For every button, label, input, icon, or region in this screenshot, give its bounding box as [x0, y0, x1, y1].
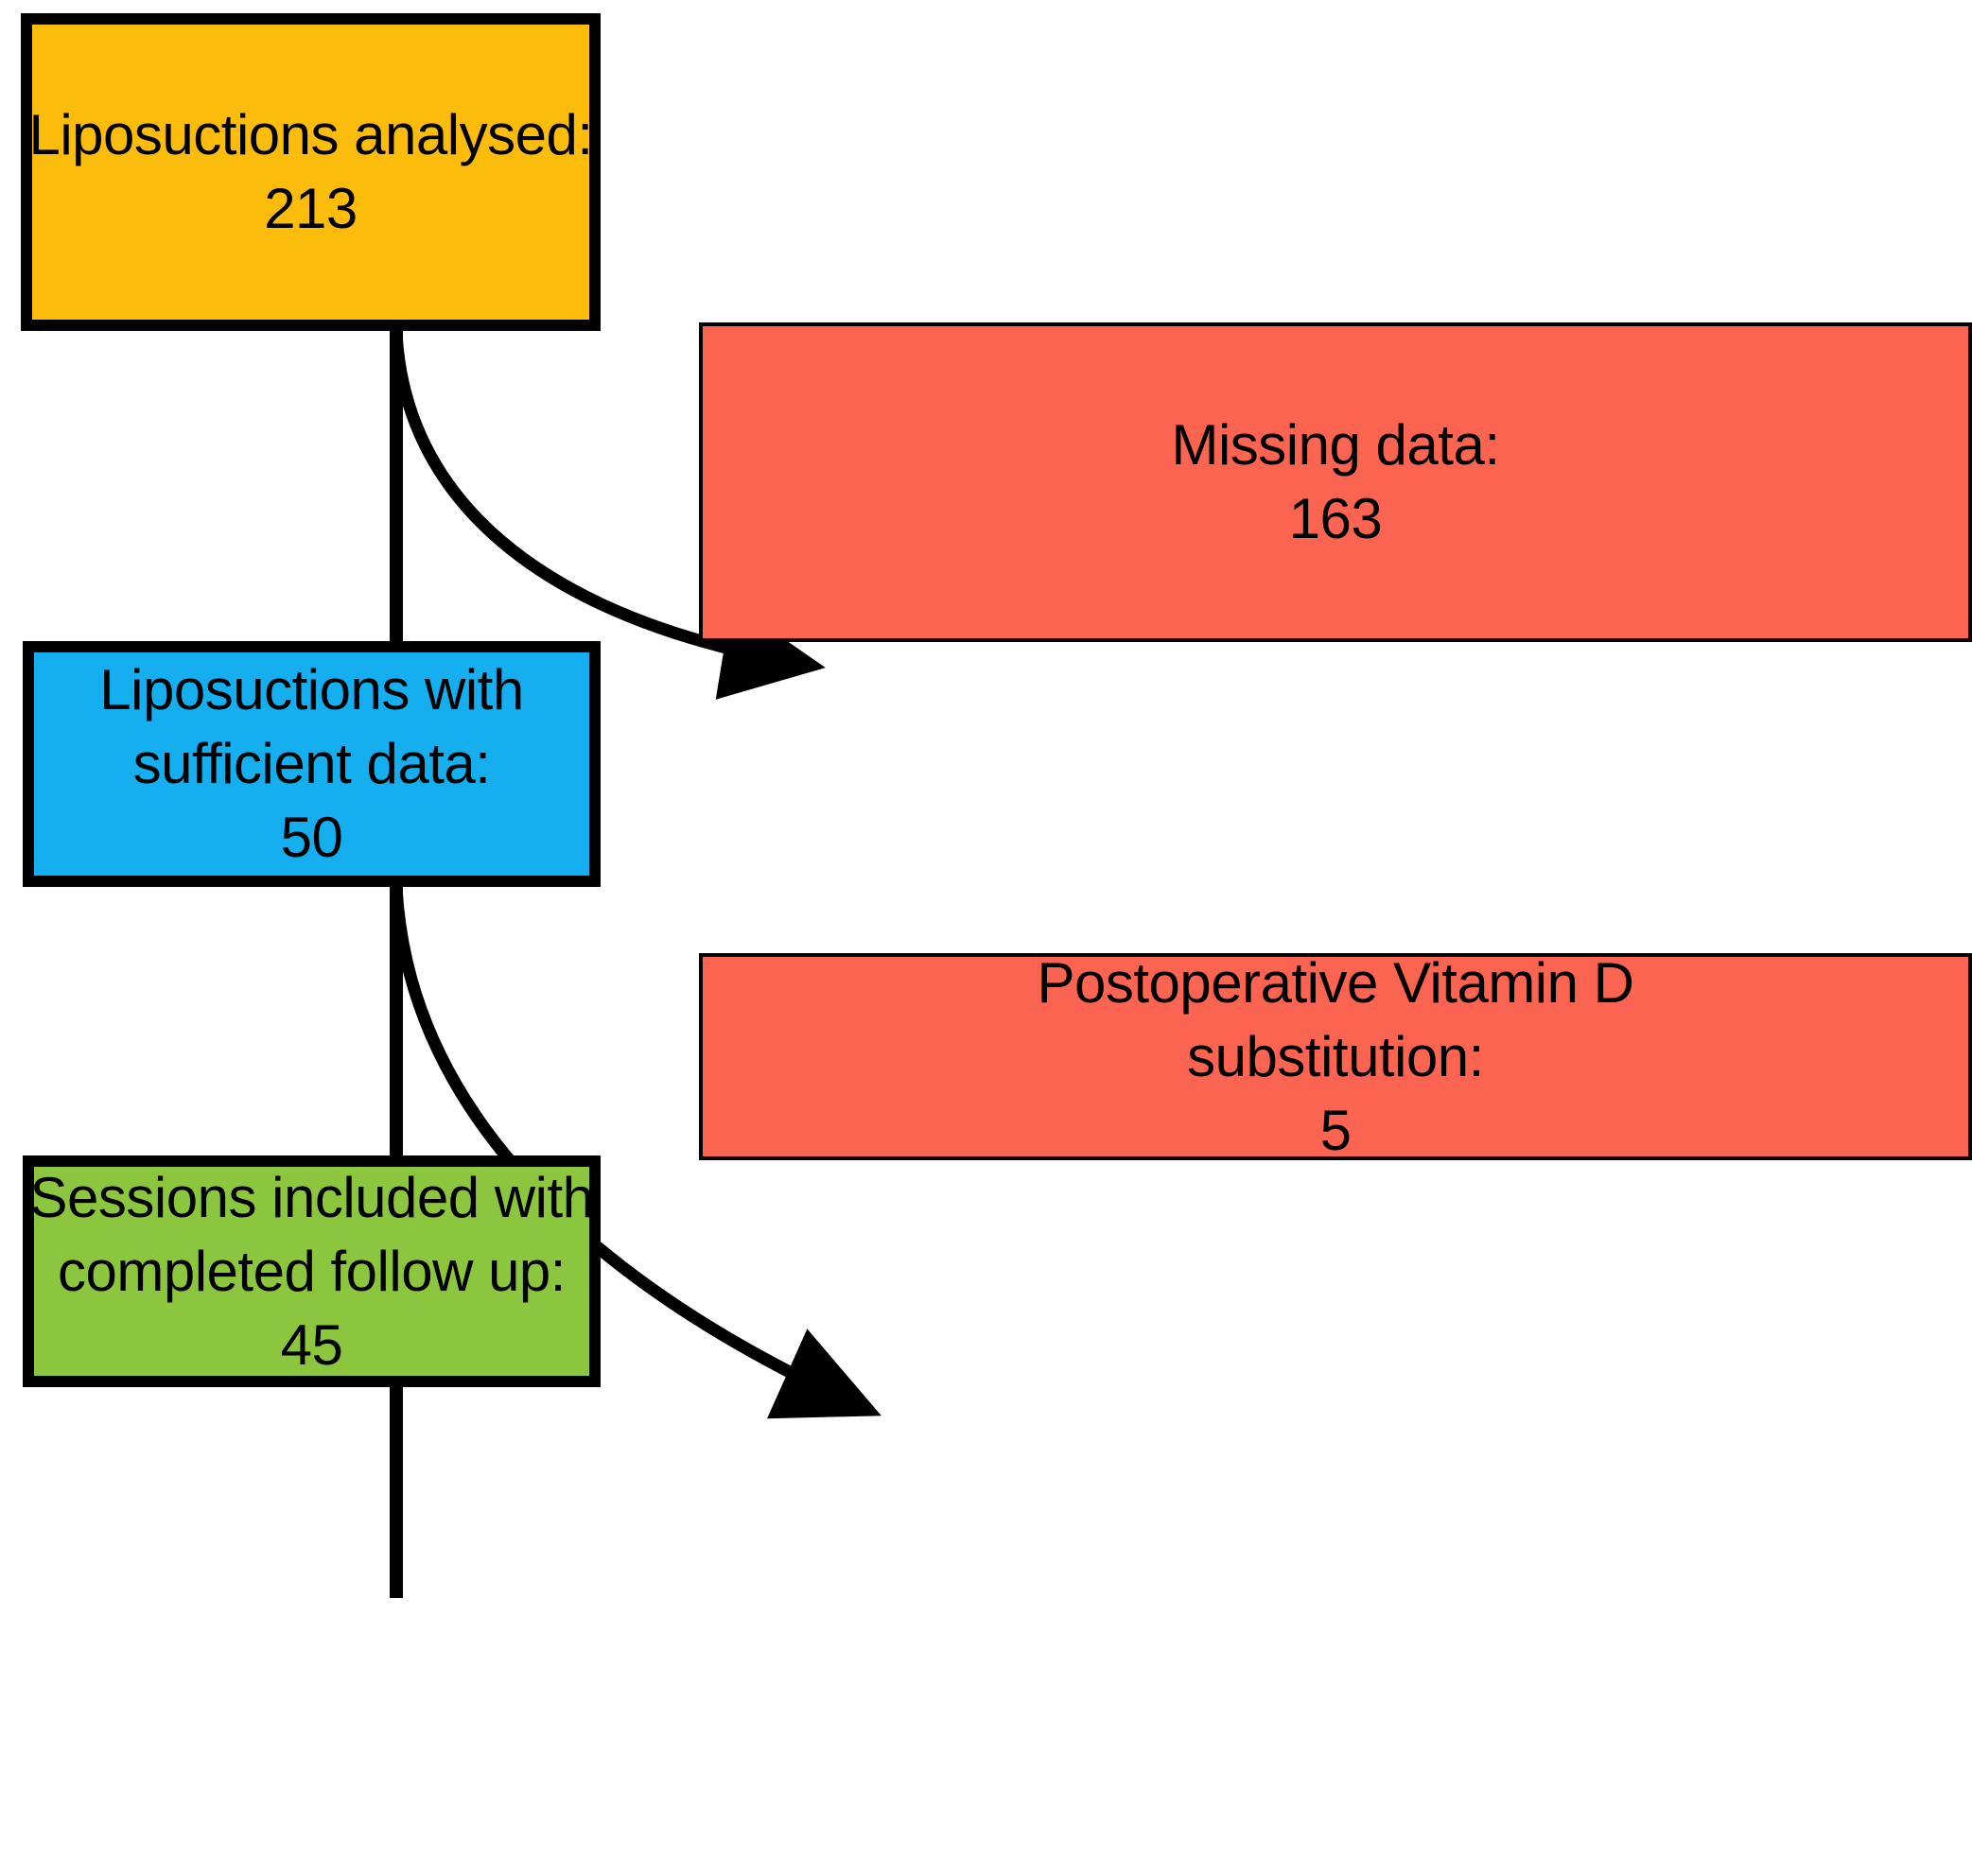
node-label-line2: substitution: — [1187, 1024, 1484, 1088]
node-sessions-included[interactable]: Sessions included with completed follow … — [23, 1155, 601, 1387]
node-label-line1: Postoperative Vitamin D — [1037, 950, 1634, 1015]
node-label: Missing data: — [1171, 413, 1501, 477]
node-value: 213 — [264, 177, 358, 240]
node-value: 50 — [280, 806, 343, 869]
node-liposuctions-analysed[interactable]: Liposuctions analysed: 213 — [21, 13, 601, 331]
node-value: 163 — [1288, 487, 1383, 550]
node-liposuctions-sufficient-data[interactable]: Liposuctions with sufficient data: 50 — [23, 641, 601, 887]
node-label-line2: sufficient data: — [132, 732, 491, 795]
node-label-line1: Liposuctions with — [99, 658, 524, 721]
node-label-line2: completed follow up: — [58, 1239, 566, 1303]
node-value: 5 — [1319, 1098, 1352, 1162]
node-missing-data[interactable]: Missing data: 163 — [699, 322, 1972, 642]
node-label-line1: Sessions included with — [29, 1165, 595, 1229]
node-label: Liposuctions analysed: — [28, 103, 593, 166]
node-value: 45 — [280, 1312, 343, 1377]
node-postoperative-vitamin-d[interactable]: Postoperative Vitamin D substitution: 5 — [699, 951, 1972, 1162]
